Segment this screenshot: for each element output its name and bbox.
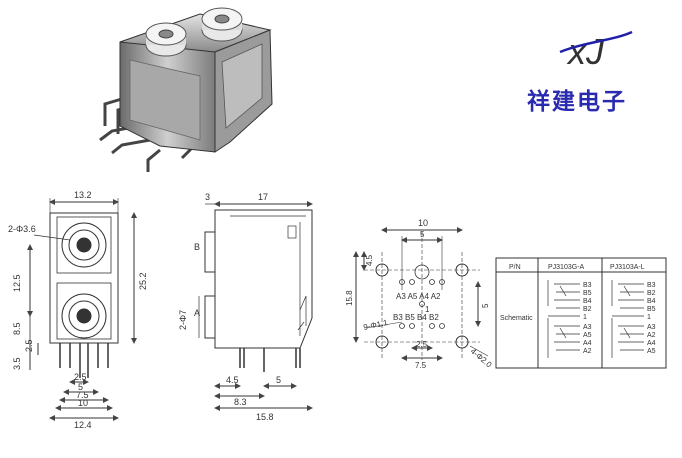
pin-b-8: A5 bbox=[647, 348, 656, 355]
dim-25-2: 25.2 bbox=[138, 272, 148, 290]
front-view-labels: 13.2 2-Φ3.6 12.5 25.2 8.5 2.5 3.5 2.5 5 … bbox=[8, 190, 148, 430]
label-a: A bbox=[194, 308, 200, 318]
dim-2-5: 2.5 bbox=[24, 339, 34, 352]
pin-a-3: B2 bbox=[583, 306, 592, 313]
mount-hole-callout: 4-Φ2.0 bbox=[469, 347, 494, 370]
col-pn: P/N bbox=[509, 264, 521, 271]
schematic-table bbox=[495, 257, 667, 369]
side-view bbox=[198, 201, 313, 411]
bottom-dim-10: 10 bbox=[78, 398, 88, 408]
upper-jack-outline bbox=[61, 222, 107, 268]
pin-b-7: A4 bbox=[647, 340, 656, 347]
pin-a-1: B5 bbox=[583, 290, 592, 297]
pin-a-8: A2 bbox=[583, 348, 592, 355]
dim-17: 17 bbox=[258, 192, 268, 202]
dim-3-5: 3.5 bbox=[12, 357, 22, 370]
dim-13-2: 13.2 bbox=[74, 190, 92, 200]
row-schematic: Schematic bbox=[500, 315, 533, 322]
bottom-dim-7-5: 7.5 bbox=[76, 390, 89, 400]
pcb-layout-labels: 10 5 4.5 15.8 5 A3 A5 A4 A2 B3 B5 B4 B2 … bbox=[345, 218, 494, 370]
pcb-dim-2-5: 2.5 bbox=[416, 340, 428, 349]
front-view bbox=[27, 198, 137, 421]
pcb-dim-5-right: 5 bbox=[481, 303, 490, 308]
pcb-dim-7-5: 7.5 bbox=[415, 361, 427, 370]
dim-12-5: 12.5 bbox=[12, 274, 22, 292]
pin-a-5: A3 bbox=[583, 324, 592, 331]
lower-jack-outline bbox=[61, 293, 107, 339]
dim-15-8: 15.8 bbox=[256, 412, 274, 422]
pin-a-4: 1 bbox=[583, 314, 587, 321]
logo-mark: xJ bbox=[566, 31, 605, 72]
pcb-dim-4-5: 4.5 bbox=[365, 254, 374, 266]
hole-callout: 2-Φ3.6 bbox=[8, 224, 36, 234]
dim-4-5: 4.5 bbox=[226, 375, 239, 385]
top-pin-labels: A3 A5 A4 A2 bbox=[396, 292, 441, 301]
dim-8-5: 8.5 bbox=[12, 322, 22, 335]
component-photo bbox=[99, 7, 273, 172]
pcb-dim-5-top: 5 bbox=[420, 230, 425, 239]
pin-b-5: A3 bbox=[647, 324, 656, 331]
label-b: B bbox=[194, 242, 200, 252]
pin-a-6: A5 bbox=[583, 332, 592, 339]
pin-a-0: B3 bbox=[583, 282, 592, 289]
col-pj3103a-l: PJ3103A-L bbox=[610, 264, 645, 271]
company-name: 祥建电子 bbox=[527, 88, 627, 115]
pin-b-0: B3 bbox=[647, 282, 656, 289]
company-logo: xJ bbox=[559, 30, 633, 72]
bottom-pin-labels: B3 B5 B4 B2 bbox=[393, 313, 439, 322]
dim-2-phi-7: 2-Φ7 bbox=[178, 310, 188, 330]
bottom-dim-5: 5 bbox=[78, 382, 83, 392]
pin-b-6: A2 bbox=[647, 332, 656, 339]
pin-a-2: B4 bbox=[583, 298, 592, 305]
schematic-table-labels: P/N PJ3103G-A PJ3103A-L Schematic B3 B5 … bbox=[500, 264, 656, 355]
bottom-dim-12-4: 12.4 bbox=[74, 420, 92, 430]
side-view-labels: 3 17 B A 2-Φ7 4.5 5 8.3 15.8 bbox=[178, 192, 281, 422]
dim-3: 3 bbox=[205, 192, 210, 202]
dim-5: 5 bbox=[276, 375, 281, 385]
pcb-dim-15-8: 15.8 bbox=[345, 290, 354, 306]
pcb-dim-10: 10 bbox=[418, 218, 428, 228]
pin-a-7: A4 bbox=[583, 340, 592, 347]
pin-b-3: B5 bbox=[647, 306, 656, 313]
pcb-layout bbox=[353, 227, 489, 361]
dim-8-3: 8.3 bbox=[234, 397, 247, 407]
pin-hole-callout: 9-Φ1.1 bbox=[363, 318, 389, 332]
pin-1-label: 1 bbox=[425, 305, 430, 314]
pin-b-2: B4 bbox=[647, 298, 656, 305]
pin-b-1: B2 bbox=[647, 290, 656, 297]
col-pj3103g-a: PJ3103G-A bbox=[548, 264, 585, 271]
pin-b-4: 1 bbox=[647, 314, 651, 321]
bottom-dim-2-5: 2.5 bbox=[74, 372, 87, 382]
